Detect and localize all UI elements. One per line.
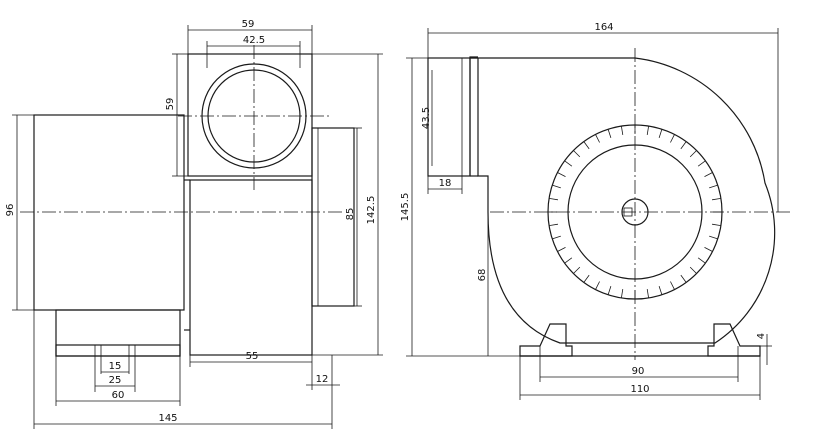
impeller-blade [711, 197, 721, 201]
dim-outlet-height: 43.5 [421, 107, 432, 129]
dim-front-overall-height: 145.5 [400, 193, 411, 222]
dim-foot-width: 60 [112, 390, 125, 401]
foot-right [707, 323, 761, 357]
side-view: 59 42.5 59 96 85 142.5 55 12 [5, 19, 383, 429]
dim-base-width: 110 [630, 384, 649, 395]
dim-overall-width: 164 [594, 22, 613, 33]
impeller-blade [711, 223, 721, 227]
impeller-blade [658, 129, 663, 138]
impeller-blade [646, 126, 650, 136]
dim-outlet-depth: 18 [439, 178, 452, 189]
impeller-blade [697, 160, 706, 167]
dim-top-width: 59 [242, 19, 255, 30]
impeller-blade [573, 266, 581, 274]
impeller-blade [689, 150, 697, 158]
dim-flange-offset: 12 [316, 374, 329, 385]
dim-foot-thickness: 4 [756, 333, 767, 339]
front-view: 164 43.5 18 145.5 68 4 90 110 [400, 22, 790, 400]
impeller-blade [595, 134, 600, 143]
dim-motor-height: 85 [345, 208, 356, 221]
base-block [55, 309, 181, 357]
dim-inlet-width: 42.5 [243, 35, 265, 46]
impeller-blade [573, 150, 581, 158]
base-foot [55, 344, 181, 357]
impeller-blade [549, 197, 559, 201]
impeller-blade [607, 286, 612, 295]
impeller-blade [607, 129, 612, 138]
impeller-blade [697, 257, 706, 264]
impeller-blade [680, 274, 687, 283]
impeller-blade [709, 235, 718, 240]
impeller-blade [557, 247, 566, 252]
dim-shaft-height: 68 [477, 269, 488, 282]
impeller-blade [680, 141, 687, 150]
dim-inlet-height: 59 [165, 98, 176, 111]
impeller-blade [583, 274, 590, 283]
outlet-flange [427, 57, 471, 177]
dim-overall-height: 142.5 [366, 196, 377, 225]
inlet-box [187, 53, 313, 177]
dim-foot-inner: 25 [109, 375, 122, 386]
impeller-blade [704, 172, 713, 177]
impeller-blade [646, 288, 650, 298]
impeller-blade [552, 184, 561, 189]
impeller-blade [549, 223, 559, 227]
dim-motor-length: 55 [246, 351, 259, 362]
dim-mount-spacing: 90 [632, 366, 645, 377]
impeller-blade [709, 184, 718, 189]
impeller-blade [583, 141, 590, 150]
impeller-blade [689, 266, 697, 274]
motor-body [189, 179, 313, 356]
impeller-blade [670, 281, 675, 290]
impeller-blade [670, 134, 675, 143]
impeller-blade [557, 172, 566, 177]
impeller-blade [620, 288, 624, 298]
impeller-blade [620, 126, 624, 136]
foot-left [519, 323, 573, 357]
dim-overall-length: 145 [158, 413, 177, 424]
impeller-blade [595, 281, 600, 290]
impeller-blade [564, 160, 573, 167]
dim-foot-slot: 15 [109, 361, 122, 372]
impeller-blade [704, 247, 713, 252]
impeller-blade [564, 257, 573, 264]
scroll-housing [477, 57, 776, 344]
rear-flange [311, 127, 355, 307]
motor-housing [33, 114, 185, 311]
impeller-blade [552, 235, 561, 240]
dim-body-height: 96 [5, 204, 16, 217]
impeller-blade [658, 286, 663, 295]
